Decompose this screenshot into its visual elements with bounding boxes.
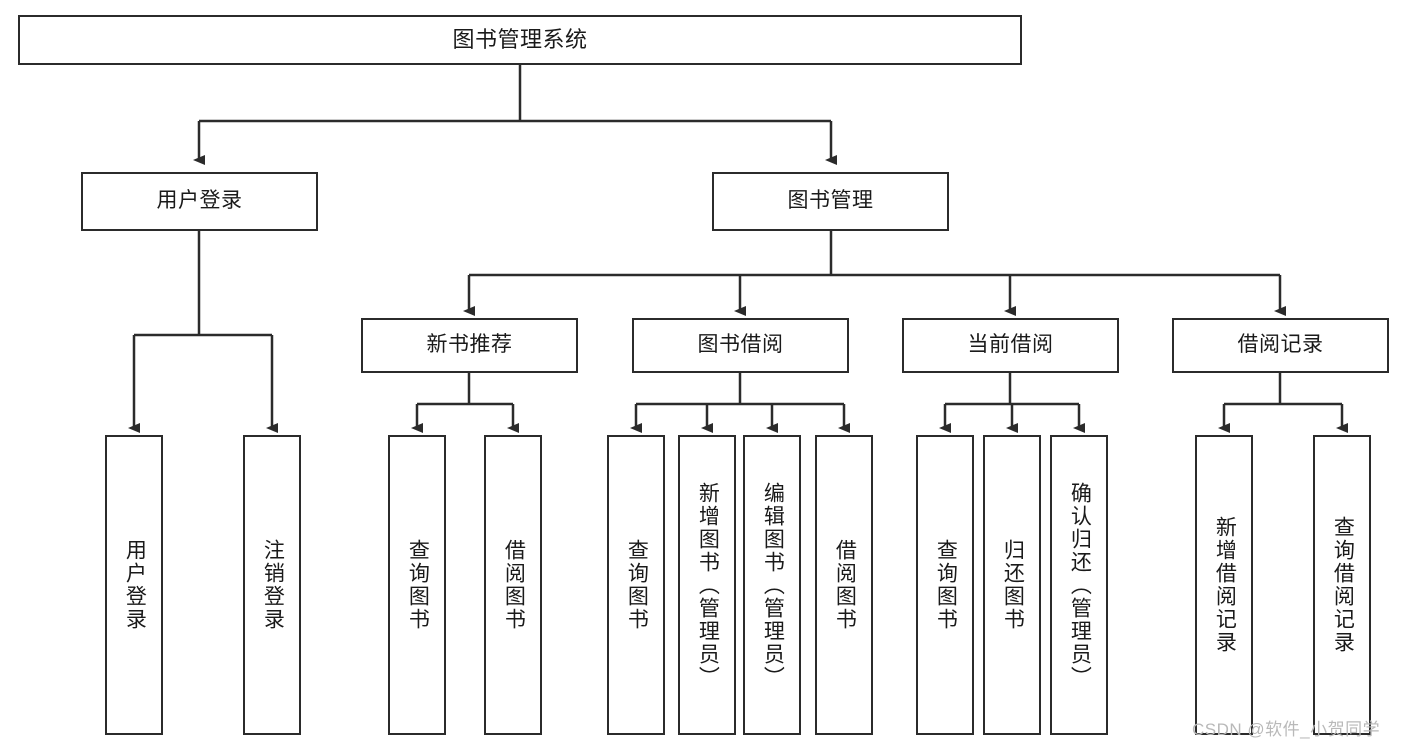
leaf-query-book-recommend[interactable]: 查询图书 [388,435,446,735]
leaf-borrow-book[interactable]: 借阅图书 [815,435,873,735]
node-label: 借阅图书 [833,539,857,631]
node-label: 当前借阅 [967,333,1054,357]
node-root-system[interactable]: 图书管理系统 [18,15,1022,65]
node-book-borrow[interactable]: 图书借阅 [632,318,849,373]
node-label: 查询图书 [406,539,430,631]
leaf-edit-book-admin[interactable]: 编辑图书（管理员） [743,435,801,735]
leaf-logout[interactable]: 注销登录 [243,435,301,735]
leaf-add-borrow-record[interactable]: 新增借阅记录 [1195,435,1253,735]
node-label: 新书推荐 [426,333,513,357]
leaf-query-book-borrow[interactable]: 查询图书 [607,435,665,735]
node-label: 归还图书 [1001,539,1025,631]
leaf-user-login[interactable]: 用户登录 [105,435,163,735]
node-label: 用户登录 [123,539,147,631]
leaf-borrow-book-recommend[interactable]: 借阅图书 [484,435,542,735]
node-book-management[interactable]: 图书管理 [712,172,949,231]
leaf-confirm-return-admin[interactable]: 确认归还（管理员） [1050,435,1108,735]
leaf-add-book-admin[interactable]: 新增图书（管理员） [678,435,736,735]
node-label: 新增借阅记录 [1213,516,1237,654]
leaf-return-book[interactable]: 归还图书 [983,435,1041,735]
node-label: 新增图书（管理员） [696,481,720,689]
node-label: 查询图书 [934,539,958,631]
node-label: 借阅记录 [1237,333,1324,357]
node-label: 确认归还（管理员） [1068,481,1092,689]
node-label: 图书管理 [787,189,874,213]
node-label: 注销登录 [261,539,285,631]
node-current-borrow[interactable]: 当前借阅 [902,318,1119,373]
watermark-text: CSDN @软件_小贺同学 [1192,720,1381,739]
node-label: 查询图书 [625,539,649,631]
node-label: 图书借阅 [697,333,784,357]
node-borrow-record[interactable]: 借阅记录 [1172,318,1389,373]
node-label: 图书管理系统 [452,27,588,53]
node-new-book-recommend[interactable]: 新书推荐 [361,318,578,373]
node-user-login[interactable]: 用户登录 [81,172,318,231]
leaf-query-book-current[interactable]: 查询图书 [916,435,974,735]
leaf-query-borrow-record[interactable]: 查询借阅记录 [1313,435,1371,735]
node-label: 借阅图书 [502,539,526,631]
node-label: 用户登录 [156,189,243,213]
node-label: 编辑图书（管理员） [761,481,785,689]
node-label: 查询借阅记录 [1331,516,1355,654]
